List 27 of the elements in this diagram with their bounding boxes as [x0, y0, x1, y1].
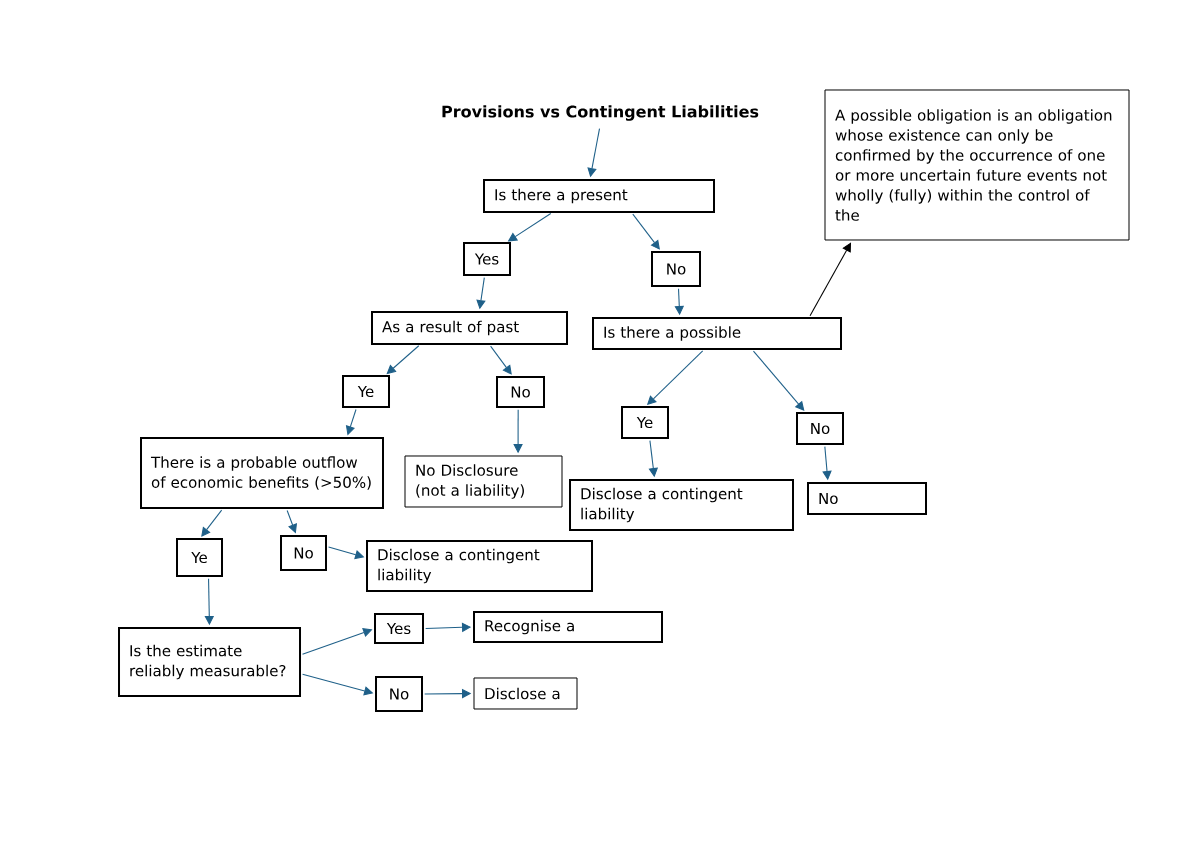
- title: Provisions vs Contingent Liabilities: [442, 105, 759, 121]
- arrow: [201, 509, 223, 537]
- label-box: No: [375, 676, 423, 712]
- question-box: Is there a present: [483, 179, 715, 213]
- label-box: No: [280, 535, 327, 571]
- arrow: [490, 345, 512, 375]
- arrow: [632, 213, 660, 250]
- outcome-box: No Disclosure (not a liability): [404, 455, 563, 508]
- label-box: Yes: [374, 613, 424, 644]
- label-box: Ye: [176, 538, 223, 577]
- label-box: Ye: [621, 406, 669, 439]
- label-box: No: [796, 412, 844, 445]
- question-box: As a result of past: [371, 311, 568, 345]
- label-box: No: [651, 251, 701, 287]
- arrow: [752, 350, 805, 411]
- question-box: Is there a possible: [592, 317, 842, 350]
- question-box: Is the estimate reliably measurable?: [118, 627, 301, 697]
- outcome-box: Disclose a: [473, 677, 578, 710]
- label-box: Ye: [342, 375, 390, 408]
- outcome-box: Recognise a: [473, 611, 663, 643]
- outcome-box: Disclose a contingent liability: [366, 540, 593, 592]
- label-box: Yes: [463, 242, 511, 276]
- outcome-box: No: [807, 482, 927, 515]
- note-box: A possible obligation is an obligation whose existence can only be confirmed by the occurrence of one or more uncertain future events not wholly (fully) within the control of the: [824, 89, 1130, 241]
- question-box: There is a probable outflow of economic benefits (>50%): [140, 437, 384, 509]
- outcome-box: Disclose a contingent liability: [569, 479, 794, 531]
- label-box: No: [496, 376, 545, 408]
